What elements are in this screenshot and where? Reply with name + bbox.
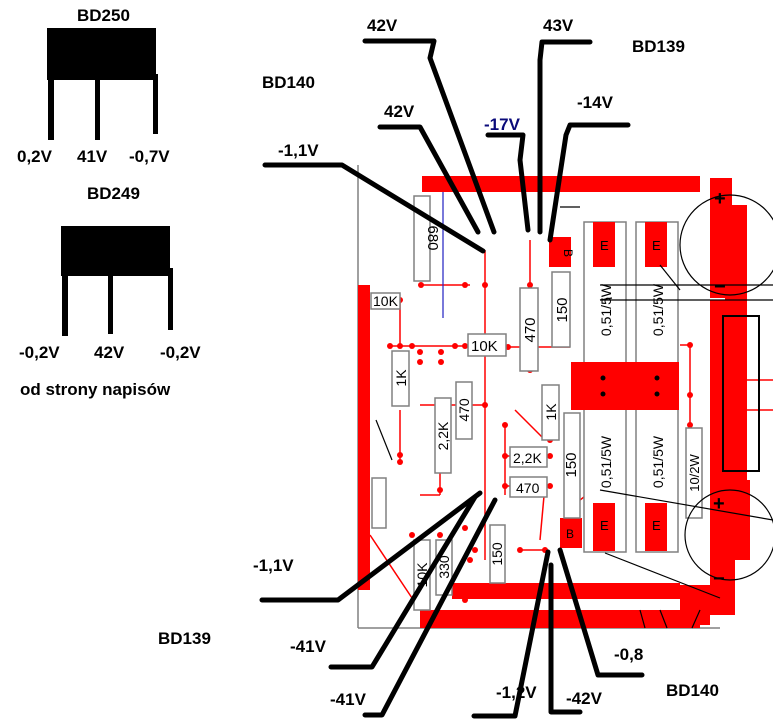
r10-2w-label: 10/2W xyxy=(687,453,702,491)
voltage-42v-mid: 42V xyxy=(384,102,415,121)
bd249-pin2-voltage: 42V xyxy=(94,343,125,362)
bd139-top-label: BD139 xyxy=(632,37,685,56)
block-holes xyxy=(600,375,660,397)
bd250-pin3-voltage: -0,7V xyxy=(129,147,170,166)
voltage-leader-lines xyxy=(259,38,645,719)
bd250-pin1-voltage: 0,2V xyxy=(17,147,52,166)
voltage-m08: -0,8 xyxy=(614,645,644,664)
cap-bot-minus: − xyxy=(713,568,725,590)
voltage-m41v-b: -41V xyxy=(330,690,366,709)
voltage-m12v: -1,2V xyxy=(496,683,537,702)
voltage-m11v-top: -1,1V xyxy=(278,141,319,160)
voltage-m14v: -14V xyxy=(577,93,613,112)
r051-b-label: 0,51/5W xyxy=(650,283,666,336)
voltage-m41v-a: -41V xyxy=(290,637,326,656)
thin-black-wires xyxy=(375,264,721,629)
copper-overlay xyxy=(571,222,679,551)
r22k-b-label: 2,2K xyxy=(513,450,542,466)
bd140-bottom-label: BD140 xyxy=(666,681,719,700)
bd249-title: BD249 xyxy=(87,184,140,203)
pad-e-1: E xyxy=(600,238,609,253)
r10k-a-label: 10K xyxy=(373,293,399,309)
voltage-42v-top: 42V xyxy=(367,16,398,35)
voltage-43v: 43V xyxy=(543,16,574,35)
r051-a-label: 0,51/5W xyxy=(598,283,614,336)
cap-top-minus: − xyxy=(714,276,726,298)
bd249-pin3-voltage: -0,2V xyxy=(160,343,201,362)
r10k-b-label: 10K xyxy=(471,338,498,355)
r330-label: 330 xyxy=(436,555,452,579)
r470-b-label: 470 xyxy=(456,398,472,422)
bd139-bottom-label: BD139 xyxy=(158,629,211,648)
voltage-m42v: -42V xyxy=(566,689,602,708)
r150-c-label: 150 xyxy=(489,542,505,566)
cap-top-plus: + xyxy=(714,188,726,210)
r470-a-label: 470 xyxy=(522,317,539,342)
bd140-top-label: BD140 xyxy=(262,73,315,92)
bd249-package xyxy=(61,226,173,336)
bd250-title: BD250 xyxy=(77,6,130,25)
r22k-label: 2,2K xyxy=(435,421,451,450)
r051-c-label: 0,51/5W xyxy=(598,435,614,488)
r150-b-label: 150 xyxy=(563,452,580,477)
pad-b-1: B xyxy=(561,249,575,257)
r1k-b-label: 1K xyxy=(543,403,559,421)
pinout-note: od strony napisów xyxy=(20,380,171,399)
conn-plus: + xyxy=(727,338,739,360)
r470-c-label: 470 xyxy=(516,480,540,496)
r051-d-label: 0,51/5W xyxy=(650,435,666,488)
r150-a-label: 150 xyxy=(554,297,571,322)
bd250-pin2-voltage: 41V xyxy=(77,147,108,166)
bd250-package xyxy=(47,28,158,140)
cap-bot-plus: + xyxy=(713,493,725,515)
pad-b-2: B xyxy=(566,527,574,541)
voltage-m17v: -17V xyxy=(484,115,520,134)
pad-e-3: E xyxy=(600,518,609,533)
voltage-m11v-bottom: -1,1V xyxy=(253,556,294,575)
pad-e-2: E xyxy=(652,238,661,253)
r1k-a-label: 1K xyxy=(393,369,409,387)
r680-label: 680 xyxy=(424,225,441,250)
capacitor-outlines xyxy=(560,194,773,581)
pad-e-4: E xyxy=(652,518,661,533)
bd249-pin1-voltage: -0,2V xyxy=(19,343,60,362)
conn-minus: − xyxy=(729,430,741,452)
